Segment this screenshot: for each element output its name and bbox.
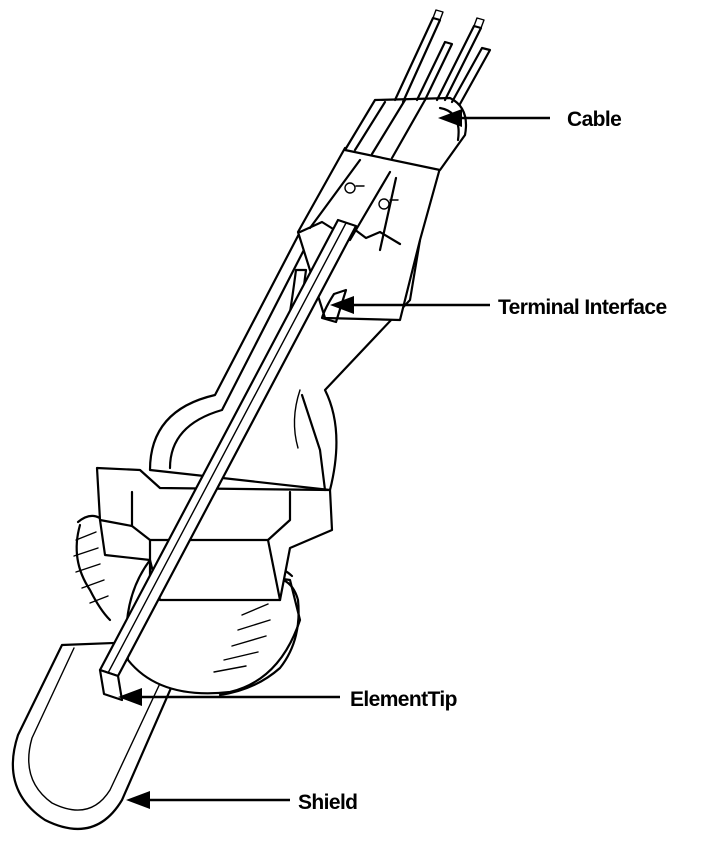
element-tip-label: ElementTip: [350, 688, 457, 711]
element-sheath-drawing: [98, 218, 358, 702]
terminal-interface-arrowhead: [330, 296, 354, 314]
element-tip-arrowhead: [118, 688, 142, 706]
cable-arrowhead: [438, 109, 462, 127]
shield-label: Shield: [298, 791, 357, 814]
terminal-housing-drawing: [288, 146, 442, 324]
shield-arrowhead: [126, 791, 150, 809]
cable-label: Cable: [567, 108, 621, 131]
shield-drawing: [11, 638, 194, 830]
cable-drawing: [343, 9, 492, 172]
terminal-interface-label: Terminal Interface: [498, 296, 667, 319]
callout-leaders: [118, 109, 550, 809]
